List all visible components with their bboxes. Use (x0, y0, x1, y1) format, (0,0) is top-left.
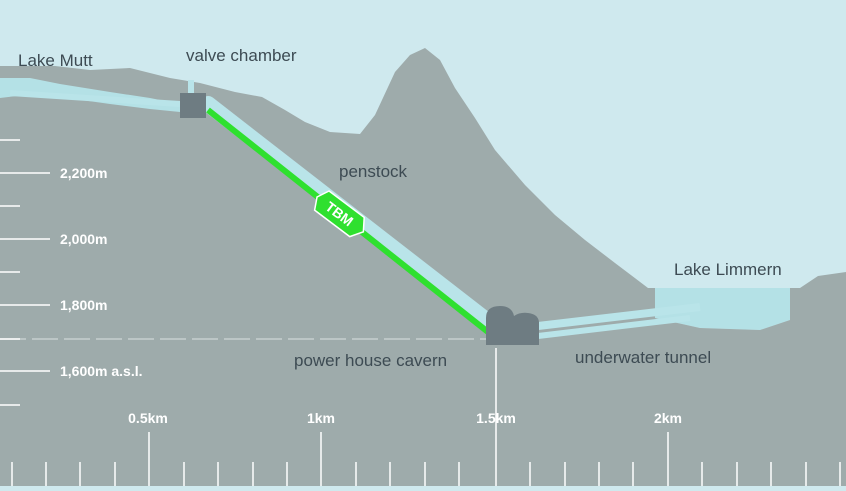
penstock-label: penstock (339, 162, 408, 181)
distance-label: 2km (654, 410, 682, 426)
underwater-tunnel-lower (537, 315, 691, 339)
distance-ticks (11, 348, 841, 486)
lake-limmern-label: Lake Limmern (674, 260, 782, 279)
distance-label: 1km (307, 410, 335, 426)
distance-label: 0.5km (128, 410, 168, 426)
elevation-label: 2,000m (60, 231, 107, 247)
elevation-ticks (0, 139, 50, 406)
power-house-cavern (486, 306, 539, 345)
valve-chamber (180, 93, 206, 118)
valve-chamber-label: valve chamber (186, 46, 297, 65)
underwater-tunnel-label: underwater tunnel (575, 348, 711, 367)
tbm-badge: TBM (313, 190, 365, 238)
elevation-label: 1,600m a.s.l. (60, 363, 143, 379)
lake-mutt-label: Lake Mutt (18, 51, 93, 70)
elevation-label: 1,800m (60, 297, 107, 313)
headrace-tunnel (9, 90, 181, 107)
valve-chamber-shaft (188, 80, 194, 94)
elevation-label: 2,200m (60, 165, 107, 181)
underwater-tunnel (537, 303, 701, 330)
distance-label: 1.5km (476, 410, 516, 426)
power-house-label: power house cavern (294, 351, 447, 370)
